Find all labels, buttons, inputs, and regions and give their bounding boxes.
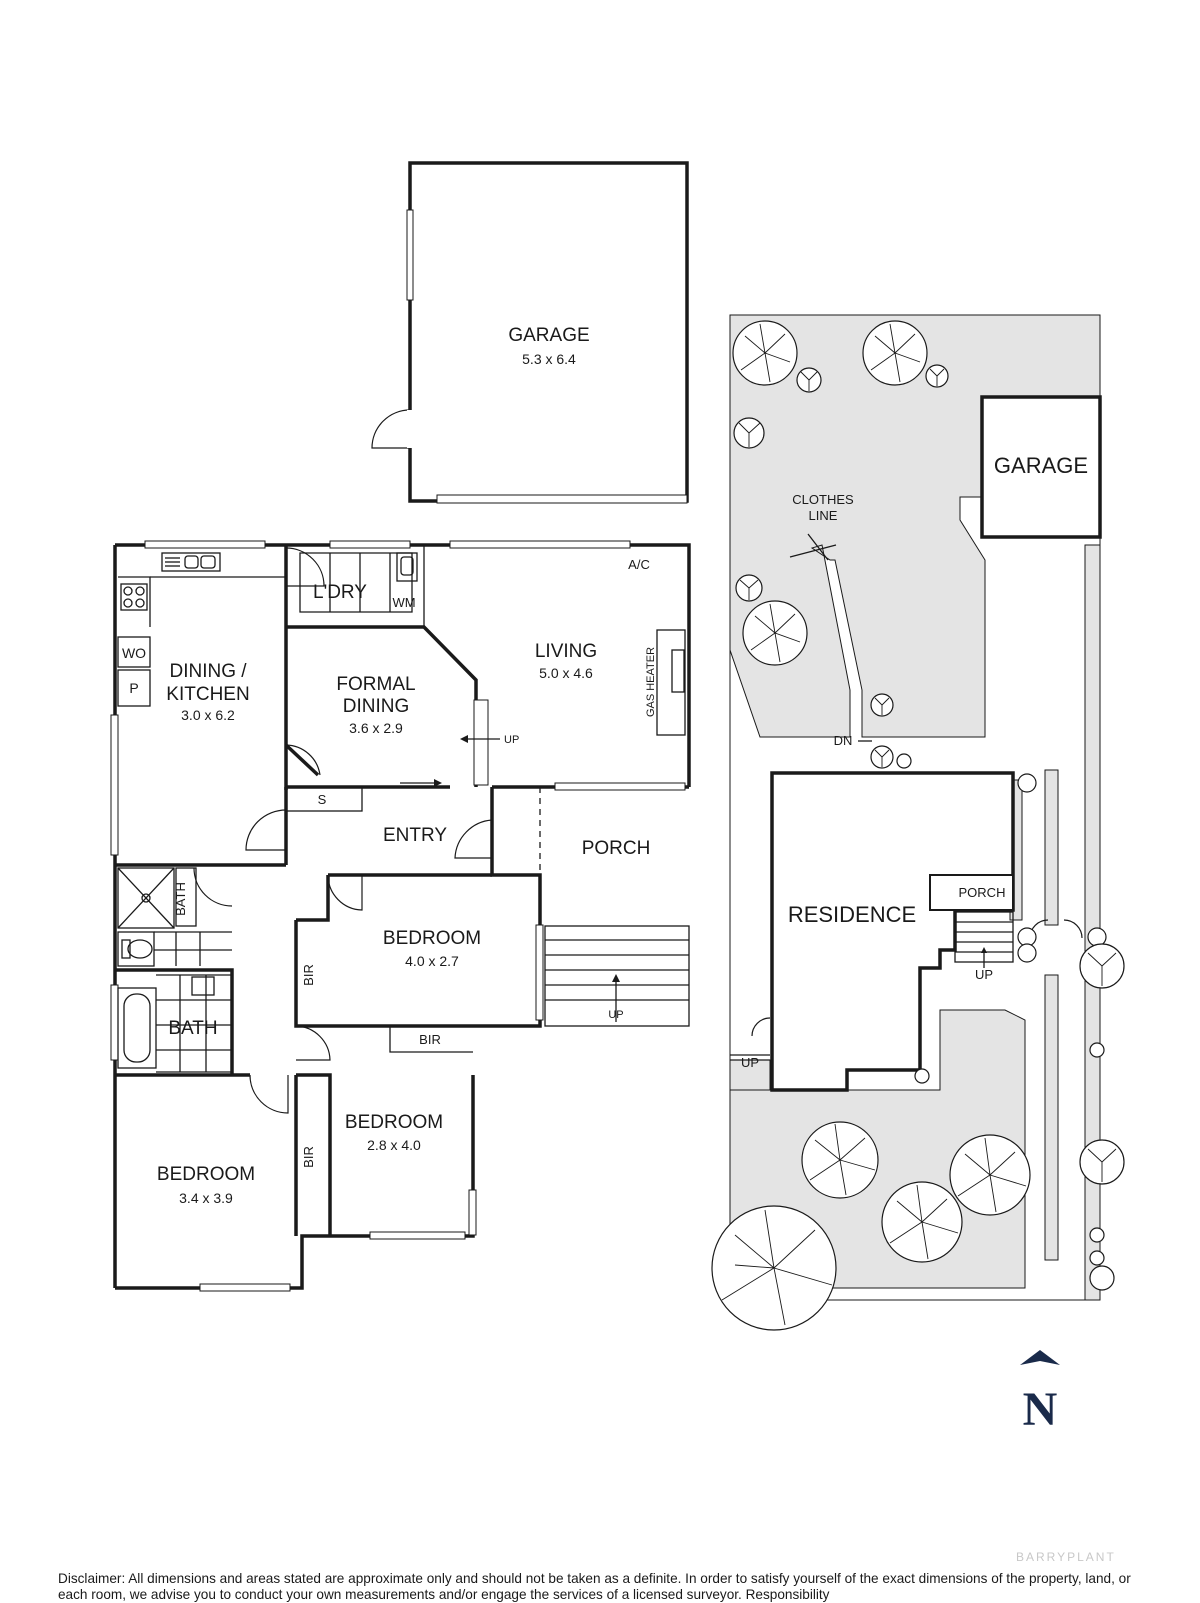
tree-icon <box>870 693 894 717</box>
tree-icon <box>732 320 798 386</box>
porch-up-label: UP <box>608 1009 623 1021</box>
residence-label: RESIDENCE <box>788 902 916 927</box>
formal-dining-label-2: DINING <box>343 696 410 717</box>
tree-icon <box>862 320 928 386</box>
garage-room: GARAGE 5.3 x 6.4 <box>371 161 689 504</box>
formal-dining-label-1: FORMAL <box>336 674 415 695</box>
gas-heater-label: GAS HEATER <box>645 647 657 717</box>
site-up-side-label: UP <box>741 1055 759 1070</box>
watermark-logo: BARRYPLANT <box>1016 1550 1116 1564</box>
ensuite-label: BATH <box>173 882 188 916</box>
house-labels: L'DRY WM A/C LIVING 5.0 x 4.6 GAS HEATER… <box>122 557 657 1206</box>
dining-kitchen-label-2: KITCHEN <box>166 684 249 705</box>
tree-icon <box>796 367 822 393</box>
formal-dining-dims: 3.6 x 2.9 <box>349 720 403 736</box>
pantry-label: P <box>129 680 138 696</box>
garage-label: GARAGE <box>508 325 589 346</box>
porch-label: PORCH <box>582 838 651 859</box>
tree-icon <box>1017 943 1037 963</box>
tree-icon <box>881 1181 963 1263</box>
north-arrow: N <box>1020 1350 1060 1436</box>
tree-icon <box>914 1068 930 1084</box>
site-porch-label: PORCH <box>959 885 1006 900</box>
tree-icon <box>1079 943 1125 989</box>
tree-icon <box>870 745 894 769</box>
bedroom3-label: BEDROOM <box>157 1164 255 1185</box>
porch-stairs <box>544 925 690 1027</box>
wo-label: WO <box>122 645 146 661</box>
tree-icon <box>1079 1139 1125 1185</box>
site-steps <box>954 911 1014 968</box>
tree-icon <box>735 574 763 602</box>
garage-dims: 5.3 x 6.4 <box>522 351 576 367</box>
bath-label: BATH <box>168 1018 217 1039</box>
house-windows <box>110 540 686 1292</box>
tree-icon <box>742 600 808 666</box>
tree-icon <box>1017 927 1037 947</box>
tree-icon <box>896 753 912 769</box>
tree-icon <box>801 1121 879 1199</box>
north-arrow-icon <box>1020 1350 1060 1365</box>
up-step-label: UP <box>504 734 519 746</box>
bedroom2-label: BEDROOM <box>345 1112 443 1133</box>
tree-icon <box>711 1205 837 1331</box>
house-doors <box>193 547 541 1114</box>
tree-icon <box>1089 1250 1105 1266</box>
dining-kitchen-label-1: DINING / <box>169 661 247 682</box>
clothes-line-label-2: LINE <box>809 508 838 523</box>
tree-icon <box>949 1134 1031 1216</box>
site-dn-label: DN <box>834 733 853 748</box>
laundry-label: L'DRY <box>313 582 367 603</box>
entry-label: ENTRY <box>383 825 447 846</box>
bedroom2-robe-label-side: BIR <box>301 1146 316 1168</box>
tree-icon <box>733 417 765 449</box>
site-plan: GARAGE CLOTHES LINE RESIDENCE PORCH UP U… <box>729 314 1102 1301</box>
site-garage-label: GARAGE <box>994 453 1088 478</box>
site-trees <box>711 320 1125 1331</box>
tree-icon <box>1017 773 1037 793</box>
bedroom3-dims: 3.4 x 3.9 <box>179 1190 233 1206</box>
ac-label: A/C <box>628 557 650 572</box>
dining-kitchen-dims: 3.0 x 6.2 <box>181 707 235 723</box>
house-fixtures <box>117 552 690 1073</box>
wm-label: WM <box>392 595 415 610</box>
tree-icon <box>925 364 949 388</box>
bedroom1-robe-label: BIR <box>301 964 316 986</box>
tree-icon <box>1087 927 1107 947</box>
bedroom1-label: BEDROOM <box>383 928 481 949</box>
clothes-line-label-1: CLOTHES <box>792 492 854 507</box>
tree-icon <box>1089 1227 1105 1243</box>
tree-icon <box>1089 1265 1115 1291</box>
living-label: LIVING <box>535 641 597 662</box>
tree-icon <box>1089 1042 1105 1058</box>
bedroom2-robe-label: BIR <box>419 1032 441 1047</box>
bedroom1-dims: 4.0 x 2.7 <box>405 953 459 969</box>
disclaimer-text: Disclaimer: All dimensions and areas sta… <box>58 1571 1131 1602</box>
north-label: N <box>1023 1383 1058 1436</box>
bedroom2-dims: 2.8 x 4.0 <box>367 1137 421 1153</box>
living-dims: 5.0 x 4.6 <box>539 665 593 681</box>
site-up-front-label: UP <box>975 967 993 982</box>
storage-label: S <box>318 792 327 807</box>
